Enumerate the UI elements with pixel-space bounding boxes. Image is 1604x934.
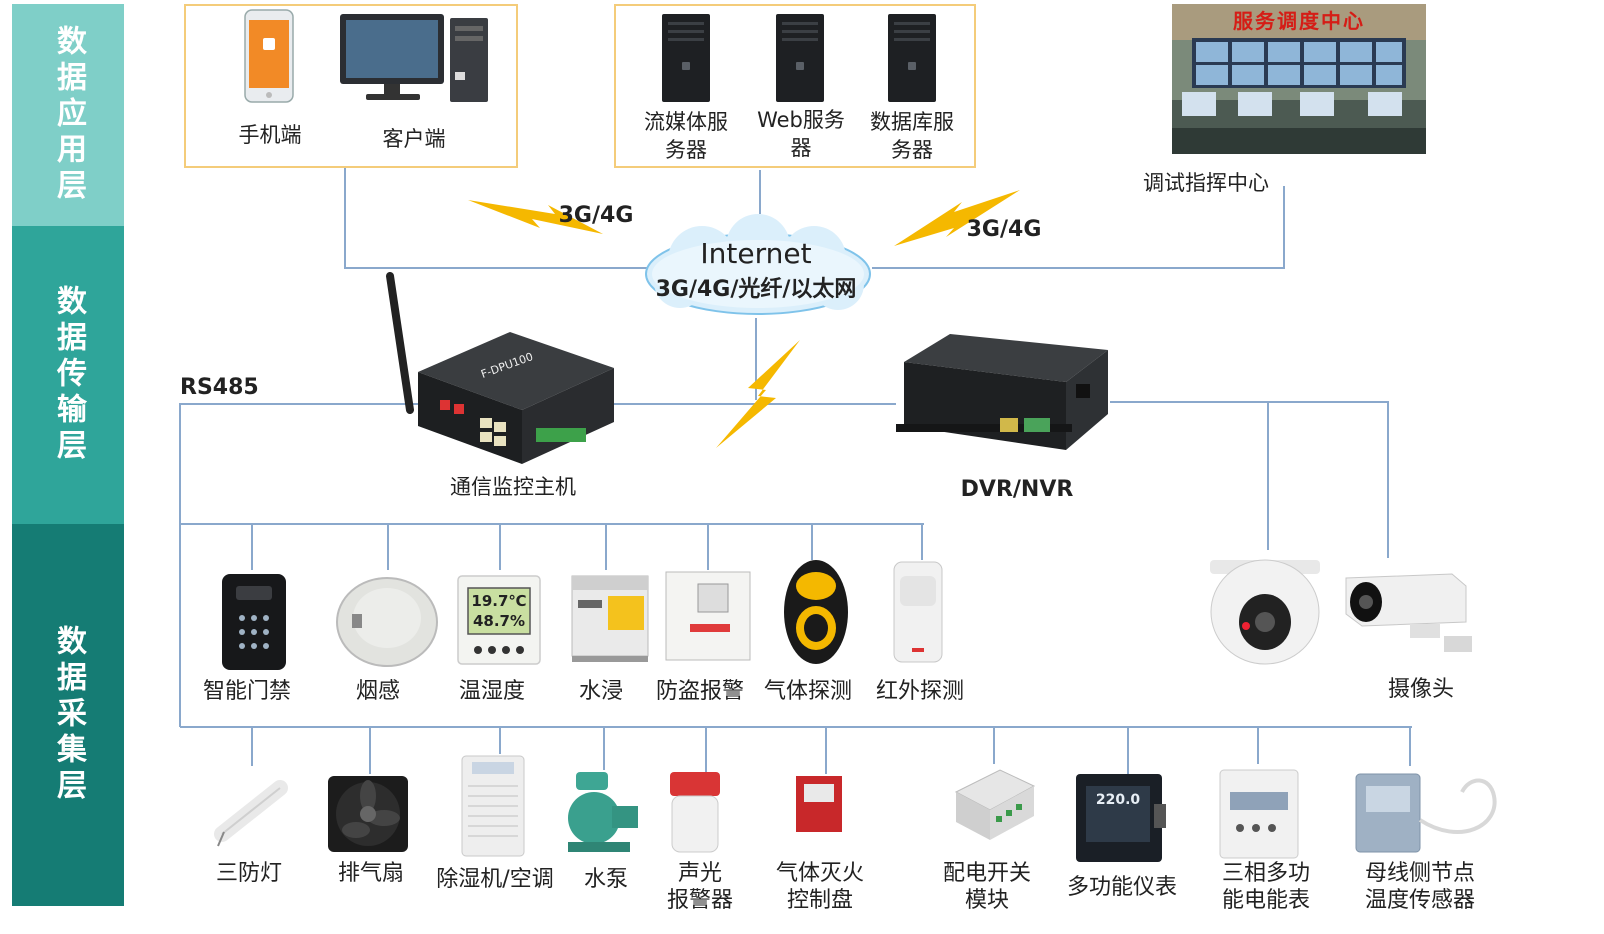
- cloud-title: Internet: [700, 237, 812, 270]
- camera-label: 摄像头: [1387, 677, 1454, 702]
- sensor-label: 红外探测: [875, 679, 964, 704]
- thermo-reading-temp: 19.7℃: [471, 592, 527, 610]
- actuator-label: 气体灭火: [775, 861, 864, 886]
- client-group-frame: [184, 4, 518, 168]
- dvr-nvr-icon: [896, 334, 1108, 450]
- sensor-label: 水浸: [578, 679, 623, 704]
- dvr-label: DVR/NVR: [960, 477, 1074, 502]
- mobile-label: 手机端: [238, 123, 302, 147]
- cloud-subtitle: 3G/4G/光纤/以太网: [655, 277, 857, 302]
- actuator-label: 水泵: [583, 867, 628, 892]
- web-server-label: Web服务器: [757, 108, 845, 160]
- client-label: 客户端: [382, 127, 446, 151]
- desktop-computer-icon: [340, 14, 488, 102]
- actuator-label: 模块: [964, 888, 1009, 913]
- layer-application: 数据应用层: [12, 4, 124, 226]
- sensor-label: 气体探测: [763, 679, 852, 704]
- actuator-label: 控制盘: [786, 888, 853, 913]
- actuator-label: 三相多功: [1221, 861, 1310, 886]
- gas-detector-icon: [784, 560, 848, 664]
- dome-camera-icon: [1210, 559, 1320, 665]
- layer-collection: 数据采集层: [12, 524, 124, 906]
- actuator-label: 多功能仪表: [1066, 875, 1177, 900]
- sensor-label: 温湿度: [458, 679, 525, 704]
- host-label: 通信监控主机: [450, 475, 576, 499]
- command-center-label: 调试指挥中心: [1143, 171, 1269, 195]
- infrared-detector-icon: [893, 561, 943, 663]
- layer-transport: 数据传输层: [12, 226, 124, 524]
- water-leak-sensor-icon: [571, 575, 649, 662]
- three-phase-meter-icon: [1219, 769, 1299, 859]
- actuator-label: 排气扇: [337, 861, 404, 886]
- water-pump-icon: [568, 772, 638, 852]
- burglar-alarm-icon: [665, 571, 751, 661]
- command-center-photo: [1172, 4, 1426, 154]
- actuator-label: 报警器: [666, 888, 733, 913]
- actuator-label: 声光: [677, 861, 722, 886]
- sensor-label: 防盗报警: [655, 679, 744, 704]
- lightning-icon: [894, 190, 1020, 246]
- actuator-label: 母线侧节点: [1364, 861, 1475, 886]
- thermo-hygrometer-icon: [457, 575, 541, 665]
- thermo-reading-humidity: 48.7%: [472, 612, 526, 630]
- access-control-icon: [222, 574, 286, 670]
- multifunction-meter-icon: [1076, 774, 1166, 862]
- actuator-label: 除湿机/空调: [436, 867, 554, 892]
- link-left-label: 3G/4G: [558, 203, 634, 228]
- busbar-temp-sensor-icon: [1355, 773, 1497, 853]
- sound-light-alarm-icon: [670, 772, 720, 853]
- dehumidifier-icon: [461, 755, 525, 857]
- power-switch-module-icon: [954, 769, 1036, 840]
- lightning-icon: [468, 200, 603, 234]
- meter-reading: 220.0: [1095, 792, 1141, 808]
- exhaust-fan-icon: [328, 776, 408, 852]
- layer-transport-label: 数据传输层: [51, 285, 86, 465]
- actuator-label: 配电开关: [942, 861, 1031, 886]
- server-tower-icon: [888, 14, 936, 102]
- actuator-label: 三防灯: [215, 861, 282, 886]
- bullet-camera-icon: [1345, 573, 1472, 652]
- internet-cloud-icon: [645, 214, 871, 315]
- link-right-label: 3G/4G: [966, 217, 1042, 242]
- sensor-label: 智能门禁: [202, 679, 291, 704]
- server-tower-icon: [776, 14, 824, 102]
- tri-proof-light-icon: [214, 780, 288, 847]
- gas-extinguishing-panel-icon: [796, 776, 842, 832]
- smoke-detector-icon: [336, 577, 438, 667]
- rs485-label: RS485: [180, 375, 259, 400]
- communication-host-icon: [386, 272, 614, 464]
- actuator-label: 温度传感器: [1364, 888, 1475, 913]
- command-center-sign: 服务调度中心: [1233, 9, 1365, 33]
- db-server-label: 数据库服务器: [870, 110, 954, 162]
- stream-server-label: 流媒体服务器: [644, 110, 728, 162]
- layer-application-label: 数据应用层: [51, 25, 86, 205]
- layer-collection-label: 数据采集层: [51, 625, 86, 805]
- lightning-icon: [716, 340, 800, 448]
- sensor-label: 烟感: [355, 679, 400, 704]
- server-group-frame: [614, 4, 976, 168]
- smartphone-icon: [244, 9, 294, 103]
- server-tower-icon: [662, 14, 710, 102]
- actuator-label: 能电能表: [1221, 888, 1310, 913]
